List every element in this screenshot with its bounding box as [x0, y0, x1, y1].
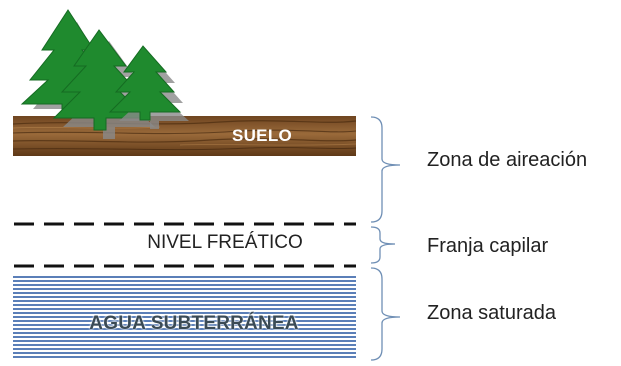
soil-label: SUELO [231, 126, 293, 145]
tree-right [108, 45, 189, 129]
aeration-brace [370, 116, 401, 223]
capillary-fringe-label: Franja capilar [427, 235, 549, 257]
saturated-zone-label: Zona saturada [427, 302, 556, 324]
aeration-zone-label: Zona de aireación [427, 149, 588, 171]
water-table-label: NIVEL FREÁTICO [147, 232, 303, 253]
capillary-brace [370, 226, 396, 264]
zone-braces [370, 116, 401, 361]
saturated-brace [370, 267, 401, 361]
trees-illustration [20, 9, 189, 139]
groundwater-layer [13, 275, 356, 358]
groundwater-label: AGUA SUBTERRÁNEA [89, 313, 299, 334]
